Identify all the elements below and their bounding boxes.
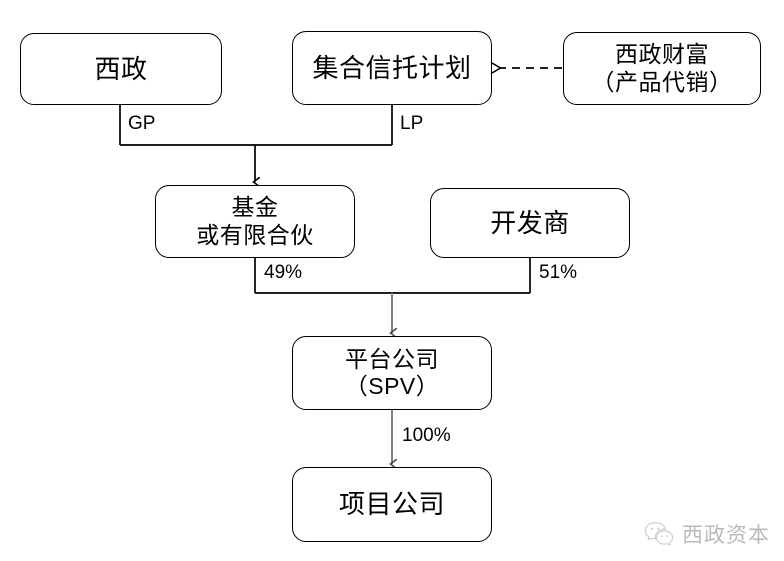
node-fund-line-1: 基金	[231, 194, 279, 221]
node-spv-line-2: （SPV）	[344, 373, 440, 399]
watermark-text: 西政资本	[682, 524, 770, 547]
edge-label-49-percent: 49%	[264, 262, 303, 283]
node-trust-plan[interactable]: 集合信托计划	[292, 31, 492, 105]
node-project-company-line-1: 项目公司	[338, 489, 445, 520]
wechat-icon	[644, 521, 674, 547]
node-xizheng-line-1: 西政	[94, 53, 148, 84]
node-fund[interactable]: 基金 或有限合伙	[155, 185, 355, 258]
edge-label-gp: GP	[128, 113, 156, 134]
node-project-company[interactable]: 项目公司	[292, 467, 492, 542]
node-spv[interactable]: 平台公司 （SPV）	[292, 336, 492, 410]
node-trust-plan-line-1: 集合信托计划	[312, 52, 472, 83]
edge-label-51-percent: 51%	[539, 262, 578, 283]
node-developer[interactable]: 开发商	[430, 188, 630, 258]
node-spv-line-1: 平台公司	[345, 345, 439, 372]
edge-label-lp: LP	[400, 113, 424, 134]
node-xizheng[interactable]: 西政	[20, 33, 222, 105]
node-xizheng-wealth[interactable]: 西政财富 （产品代销）	[563, 32, 761, 105]
watermark: 西政资本	[644, 519, 770, 549]
node-developer-line-1: 开发商	[490, 207, 570, 238]
node-xizheng-wealth-line-1: 西政财富	[615, 41, 709, 68]
node-xizheng-wealth-line-2: （产品代销）	[591, 68, 733, 95]
edge-label-100-percent: 100%	[402, 425, 451, 446]
node-fund-line-2: 或有限合伙	[196, 221, 314, 248]
